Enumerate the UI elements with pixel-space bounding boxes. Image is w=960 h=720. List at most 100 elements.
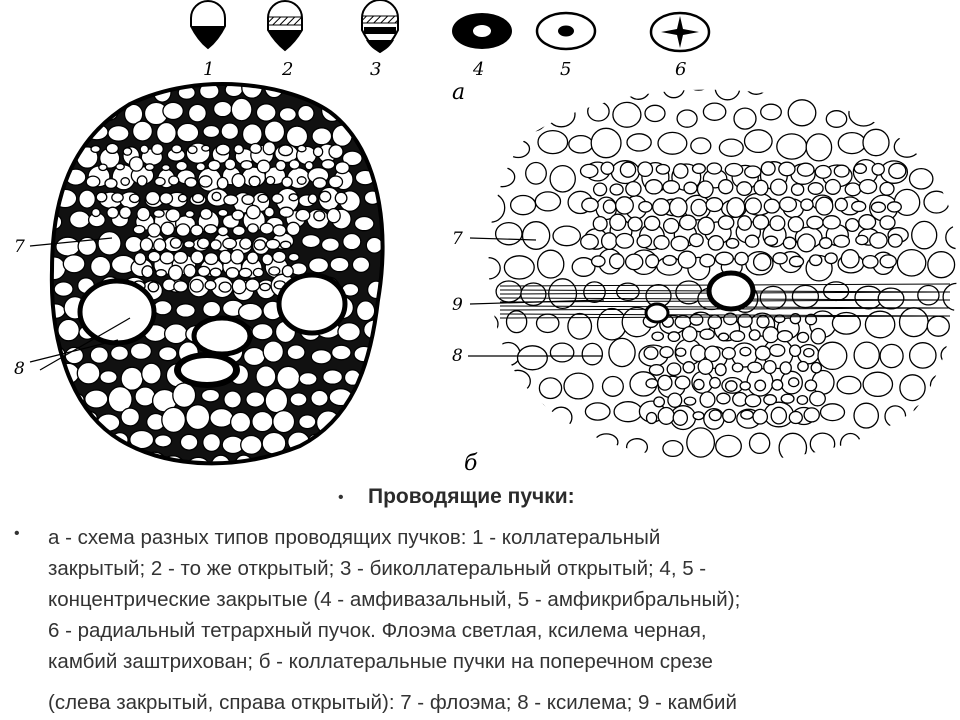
cell	[66, 84, 88, 99]
cell	[89, 346, 109, 364]
cell	[723, 312, 738, 326]
cell	[107, 84, 130, 100]
cell	[929, 135, 956, 159]
cell	[122, 147, 133, 156]
callout-7-right: 7	[452, 229, 463, 249]
cell	[884, 405, 907, 428]
cell	[275, 159, 287, 172]
cell	[869, 231, 888, 249]
cell	[184, 209, 195, 219]
cell	[778, 432, 808, 461]
cell	[763, 198, 781, 214]
cell	[787, 216, 805, 233]
cell	[645, 254, 660, 269]
cell	[161, 406, 187, 434]
cell	[488, 192, 506, 223]
cell	[295, 208, 311, 222]
cell	[583, 281, 606, 303]
caption-line: закрытый; 2 - то же открытый; 3 - биколл…	[48, 557, 707, 580]
cell	[310, 349, 333, 365]
cell	[763, 359, 777, 375]
cell	[853, 163, 868, 175]
cell	[248, 175, 261, 188]
cell	[592, 215, 608, 232]
cell	[263, 206, 275, 218]
cell	[653, 396, 666, 408]
cell	[743, 129, 773, 154]
cell	[328, 144, 344, 160]
cell	[304, 160, 314, 171]
cell	[609, 183, 624, 196]
cell	[516, 345, 548, 371]
cell	[154, 176, 166, 187]
cell	[296, 176, 307, 185]
cell	[203, 224, 218, 235]
cell	[779, 361, 792, 375]
cell	[252, 267, 265, 278]
title-bullet: •	[338, 489, 344, 506]
cell	[537, 129, 569, 155]
cell	[106, 206, 120, 219]
cell	[912, 403, 938, 424]
cell	[896, 248, 927, 277]
cell	[744, 234, 760, 248]
cell	[651, 331, 665, 342]
cell	[159, 192, 174, 205]
cell	[85, 175, 101, 188]
cell	[754, 345, 771, 361]
cell	[870, 201, 887, 214]
cell	[824, 252, 838, 265]
cell	[714, 89, 741, 101]
cell	[753, 179, 769, 196]
type-number-6: 6	[675, 59, 686, 80]
cell	[203, 252, 219, 266]
cell	[672, 163, 689, 179]
cell	[268, 266, 281, 276]
cell	[942, 282, 957, 312]
cell	[251, 410, 274, 433]
cell	[717, 179, 734, 195]
cell	[724, 380, 738, 392]
cell	[168, 175, 180, 186]
cell	[699, 391, 716, 408]
callout-9-right: 9	[452, 295, 463, 315]
cell	[927, 251, 956, 279]
cell	[804, 379, 818, 392]
cell	[718, 138, 744, 157]
cell	[824, 178, 842, 195]
cell	[800, 198, 814, 212]
cell	[534, 191, 562, 212]
cell	[276, 365, 301, 390]
cell	[769, 215, 786, 232]
cell	[840, 249, 860, 269]
cell	[879, 181, 895, 196]
cell	[506, 427, 535, 456]
cell	[278, 106, 297, 122]
cell	[76, 361, 101, 385]
cambium-line	[499, 315, 951, 319]
cell	[488, 134, 501, 159]
cell	[627, 216, 643, 232]
cell	[153, 434, 173, 448]
cell	[644, 104, 666, 123]
cell	[489, 166, 516, 188]
bundle-type-4	[452, 13, 512, 49]
cell	[768, 343, 786, 357]
cell	[261, 253, 274, 266]
cell	[626, 133, 652, 152]
cell	[725, 237, 740, 249]
cell	[726, 197, 746, 218]
cell	[89, 255, 112, 278]
cell	[638, 200, 653, 213]
cell	[899, 374, 926, 402]
cell	[879, 215, 896, 230]
cell	[241, 123, 263, 146]
cell	[312, 177, 328, 190]
cell	[278, 144, 294, 157]
cell	[924, 89, 954, 101]
cell	[702, 102, 727, 121]
cell	[341, 456, 364, 464]
cell	[865, 432, 896, 461]
cell	[272, 250, 287, 264]
cell	[218, 281, 232, 293]
